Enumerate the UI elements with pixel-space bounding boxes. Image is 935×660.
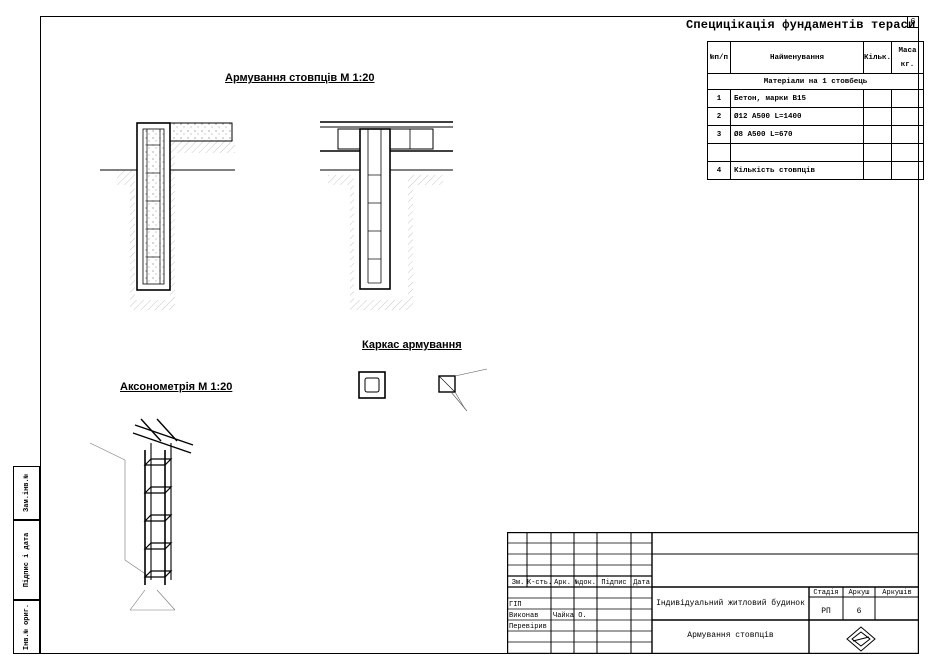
tb-role-checker: Перевірив xyxy=(509,623,547,631)
tb-executor-name: Чайка О. xyxy=(553,612,587,620)
frame-cross-section-drawing xyxy=(358,368,488,412)
title-block: Зм. К-сть. Арк. №док. Підпис Дата ГІП Ви… xyxy=(507,532,919,654)
spec-row-name: Ø12 А500 L=1400 xyxy=(730,107,864,126)
tb-col-count: К-сть. xyxy=(527,579,553,587)
stamp-sign-date: Підпис і дата xyxy=(13,520,40,600)
spec-row-num: 4 xyxy=(707,161,731,180)
spec-row xyxy=(707,143,925,162)
tb-col-sign: Підпис xyxy=(601,579,627,587)
stamp-inv-replace: Зам.інв.№ xyxy=(13,466,40,520)
spec-row-mass xyxy=(891,89,925,108)
spec-row-name xyxy=(730,143,864,162)
spec-section: Матеріали на 1 стовбець xyxy=(706,73,925,90)
column-elevation-drawing xyxy=(320,121,453,310)
spec-row-qty xyxy=(862,107,893,126)
spec-row-name: Ø8 А500 L=670 xyxy=(730,125,864,144)
tb-sheet-value: 6 xyxy=(856,607,862,616)
tb-col-sheet: Арк. xyxy=(554,579,571,587)
spec-table: №п/п Найменування Кільк. Маса кг. Матері… xyxy=(706,41,925,180)
spec-header-num: №п/п xyxy=(707,41,731,74)
reinforcement-heading: Армування стовпців М 1:20 xyxy=(225,72,375,84)
spec-row-mass xyxy=(891,161,925,180)
tb-sheet-name: Армування стовпців xyxy=(687,631,774,640)
spec-row-name: Кількість стовпців xyxy=(730,161,864,180)
spec-title: Специцікація фундаментів тераси xyxy=(686,18,916,32)
spec-header-qty: Кільк. xyxy=(862,41,893,74)
tb-stage-label: Стадія xyxy=(813,589,839,597)
tb-col-date: Дата xyxy=(633,579,650,587)
company-logo-icon xyxy=(846,626,876,652)
spec-row-qty xyxy=(862,89,893,108)
tb-role-gip: ГІП xyxy=(509,601,522,609)
axonometry-drawing xyxy=(89,418,194,611)
tb-col-doc: №док. xyxy=(574,579,596,587)
spec-row: 2 Ø12 А500 L=1400 xyxy=(707,107,925,126)
tb-role-executor: Виконав xyxy=(509,612,539,620)
spec-row: 1 Бетон, марки В15 xyxy=(707,89,925,108)
spec-row-mass xyxy=(891,143,925,162)
stamp-inv-orig: Інв.№ ориг. xyxy=(13,600,40,654)
tb-project-name: Індивідуальний житловий будинок xyxy=(656,599,805,608)
spec-row-name: Бетон, марки В15 xyxy=(730,89,864,108)
tb-stage-value: РП xyxy=(821,607,831,616)
spec-header-name: Найменування xyxy=(730,41,864,74)
column-section-drawing xyxy=(100,122,235,310)
drawing-frame xyxy=(40,16,919,654)
frame-heading: Каркас армування xyxy=(362,339,462,351)
tb-sheet-label: Аркуш xyxy=(848,589,870,597)
spec-row-mass xyxy=(891,107,925,126)
spec-row-qty xyxy=(862,161,893,180)
tb-sheets-label: Аркушів xyxy=(882,589,912,597)
stamp-sign-date-label: Підпис і дата xyxy=(22,532,31,588)
spec-row-num: 2 xyxy=(707,107,731,126)
stamp-inv-replace-label: Зам.інв.№ xyxy=(22,474,31,512)
spec-row: 4 Кількість стовпців xyxy=(707,161,925,180)
spec-row-num: 3 xyxy=(707,125,731,144)
spec-row-mass xyxy=(891,125,925,144)
tb-col-change: Зм. xyxy=(511,579,525,587)
sheet-number-box: 6 xyxy=(907,16,919,28)
spec-row-num: 1 xyxy=(707,89,731,108)
spec-row-qty xyxy=(862,125,893,144)
axonometry-heading: Аксонометрія М 1:20 xyxy=(120,381,233,393)
spec-row-num xyxy=(707,143,731,162)
spec-row-qty xyxy=(862,143,893,162)
title-block-grid xyxy=(507,532,919,654)
spec-header-mass: Маса кг. xyxy=(891,41,925,74)
stamp-inv-orig-label: Інв.№ ориг. xyxy=(22,603,31,651)
spec-row: 3 Ø8 А500 L=670 xyxy=(707,125,925,144)
